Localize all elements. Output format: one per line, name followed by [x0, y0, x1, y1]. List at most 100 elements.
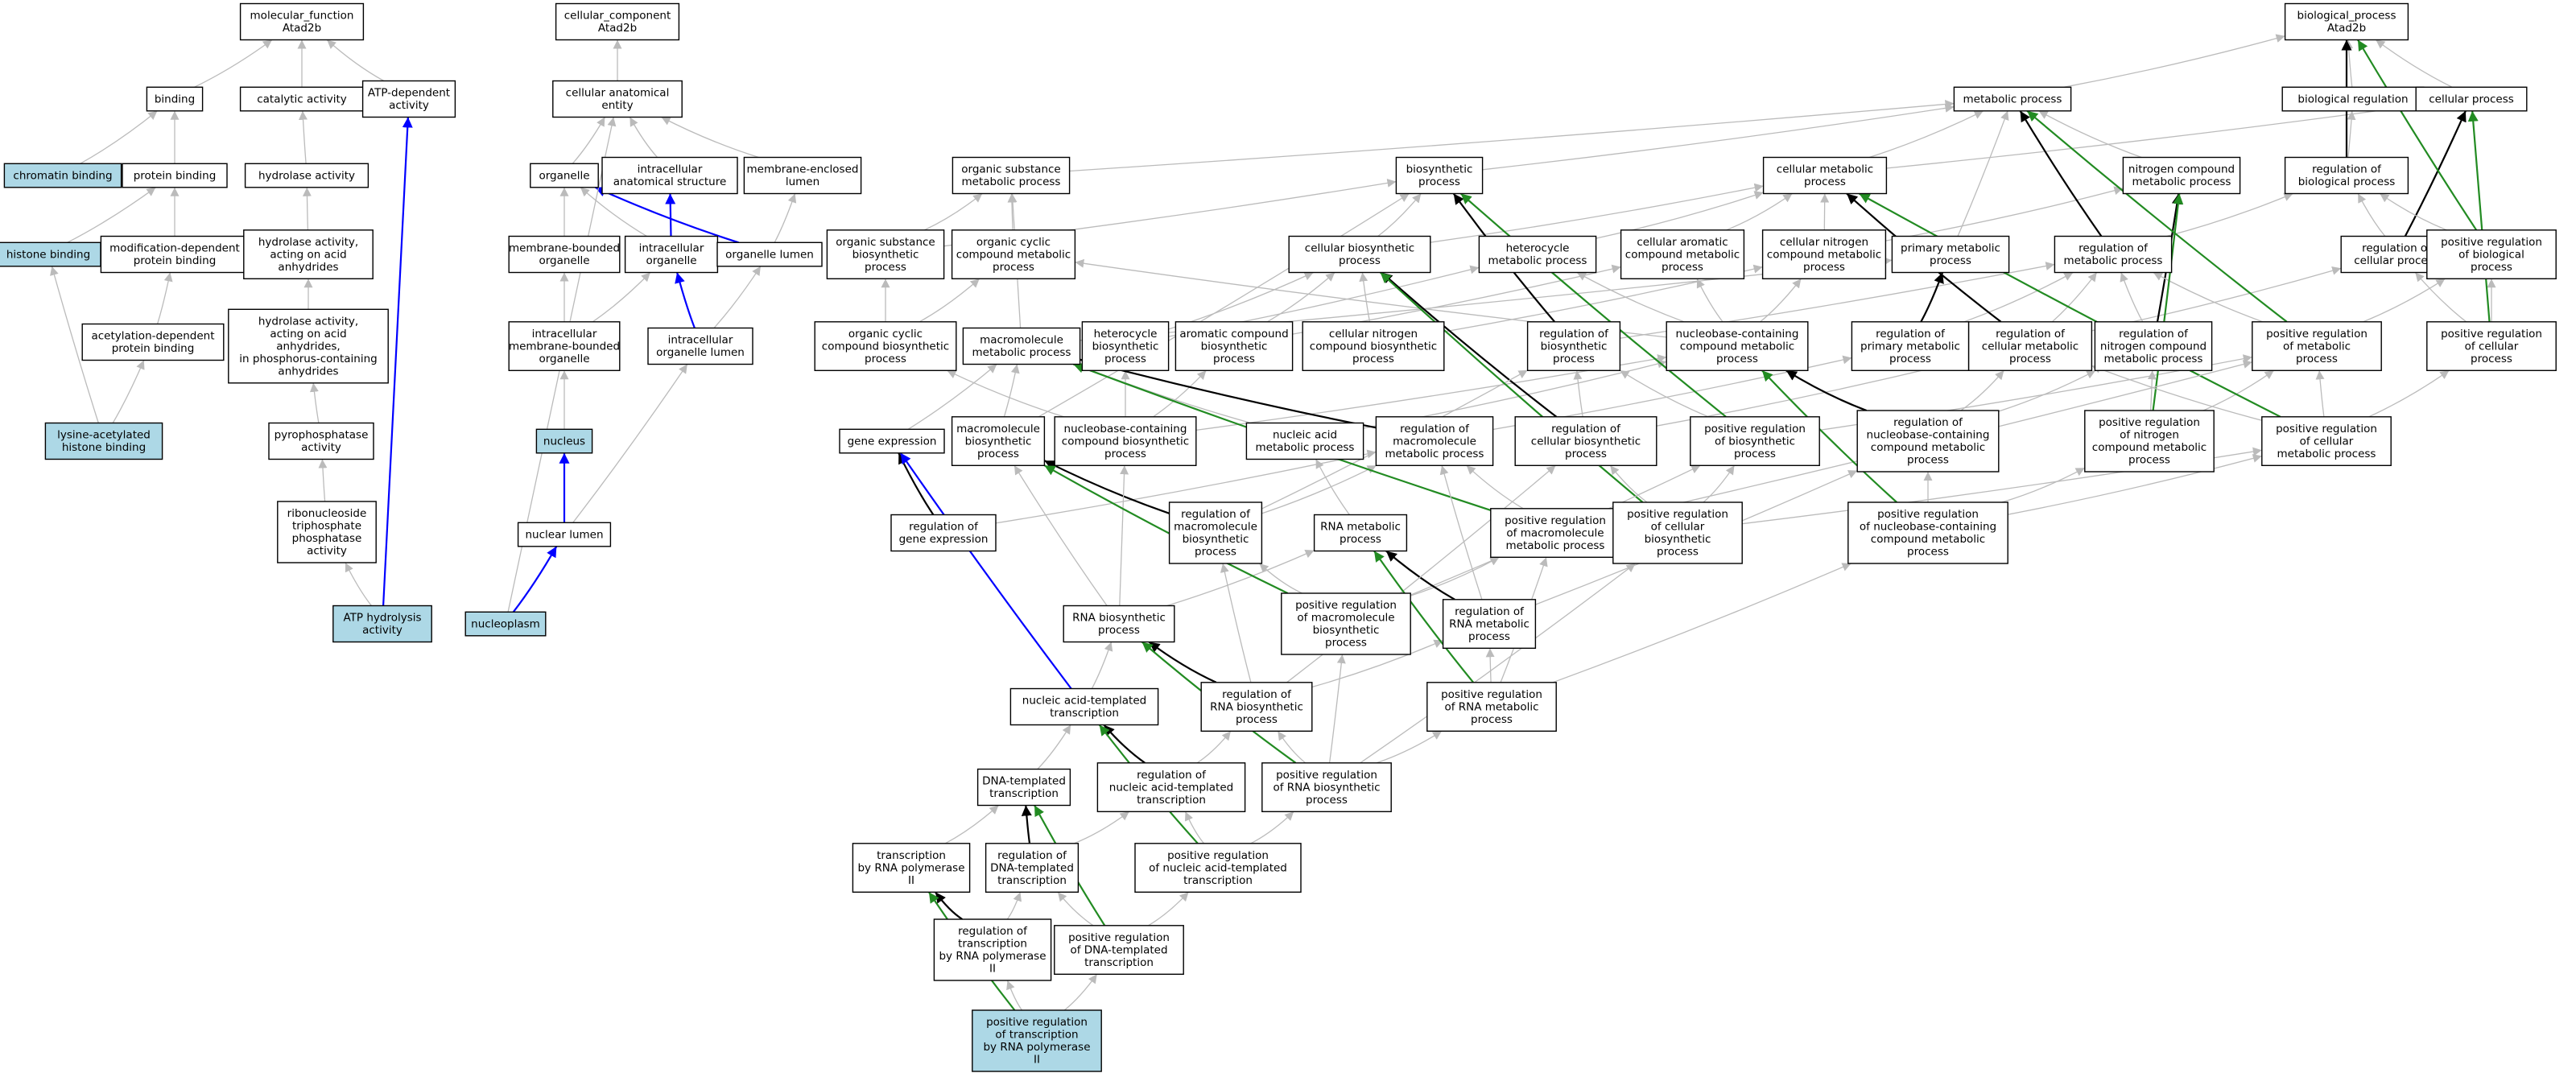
term-node-hydrolase[interactable]: hydrolase activity: [244, 163, 369, 188]
term-node-protbind[interactable]: protein binding: [122, 163, 228, 188]
term-node-nl[interactable]: nuclear lumen: [517, 522, 612, 547]
term-box: [2261, 416, 2392, 466]
term-node-ol[interactable]: organelle lumen: [716, 241, 823, 267]
term-label-line: nitrogen compound: [2100, 340, 2207, 353]
term-label-line: regulation of: [1455, 605, 1525, 618]
term-label-line: DNA-templated: [982, 775, 1066, 788]
term-node-nucleoplasm[interactable]: nucleoplasm: [464, 611, 547, 637]
term-node-organelle[interactable]: organelle: [530, 163, 599, 188]
term-node-chromatin[interactable]: chromatin binding: [3, 163, 122, 188]
term-label-line: biosynthetic: [1201, 340, 1268, 353]
term-node-catalytic[interactable]: catalytic activity: [239, 86, 365, 112]
term-label: nucleus: [543, 435, 585, 448]
term-label-line: metabolic process: [1963, 93, 2062, 105]
term-node-breg[interactable]: biological regulation: [2281, 86, 2425, 112]
term-node-nucleus[interactable]: nucleus: [535, 428, 593, 454]
edge-is-a-cacmp-to-cmp: [1726, 192, 1793, 231]
term-node-binding[interactable]: binding: [146, 86, 204, 112]
term-node-ge[interactable]: gene expression: [839, 428, 945, 454]
term-node-mp[interactable]: metabolic process: [1953, 86, 2072, 112]
term-node-histone[interactable]: histone binding: [0, 241, 101, 267]
term-node-cp[interactable]: cellular process: [2415, 86, 2528, 112]
